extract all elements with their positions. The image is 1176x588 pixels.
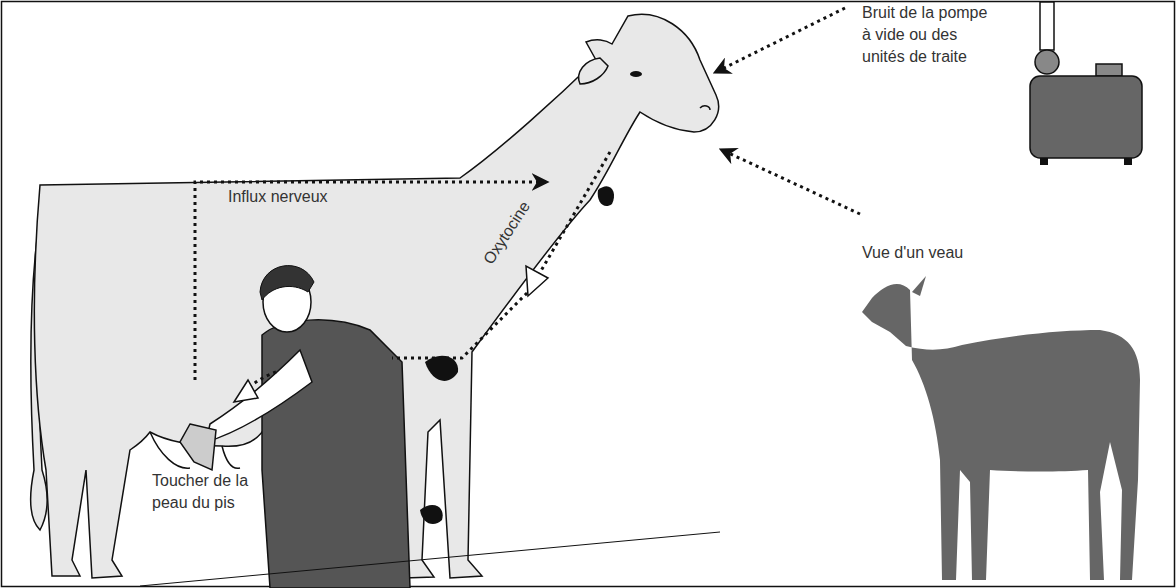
cloth <box>180 424 216 470</box>
hollow-arrowhead <box>234 380 258 402</box>
stimulus-label: Vue d'un veau <box>862 242 1002 264</box>
pump-foot <box>1124 158 1132 165</box>
calf-ear <box>912 276 926 296</box>
pump-box <box>1096 64 1122 76</box>
ground-line <box>140 532 720 586</box>
cow-nostril <box>700 106 710 110</box>
cow-spot <box>420 505 443 524</box>
person-arm <box>206 350 312 442</box>
pump-foot <box>1040 158 1048 165</box>
stimulus-label: Bruit de la pompe à vide ou des unités d… <box>862 2 998 68</box>
cow-spot <box>598 186 614 206</box>
calf <box>862 284 1140 580</box>
cow-eye <box>630 71 642 77</box>
pump-gauge <box>1035 50 1059 74</box>
pump-body <box>1030 76 1142 158</box>
sound-arrow <box>716 8 845 72</box>
sight-arrow <box>722 150 860 214</box>
person-cap <box>260 266 314 300</box>
cow-ear <box>579 58 608 84</box>
person-torso <box>262 320 410 588</box>
hormone-label: Oxytocine <box>473 189 540 276</box>
pump-pipe <box>1040 2 1054 50</box>
pathway-label: Influx nerveux <box>228 186 368 208</box>
hollow-arrowhead <box>526 266 548 296</box>
stimulus-label: Toucher de la peau du pis <box>152 470 260 514</box>
nerve-path <box>195 182 546 380</box>
